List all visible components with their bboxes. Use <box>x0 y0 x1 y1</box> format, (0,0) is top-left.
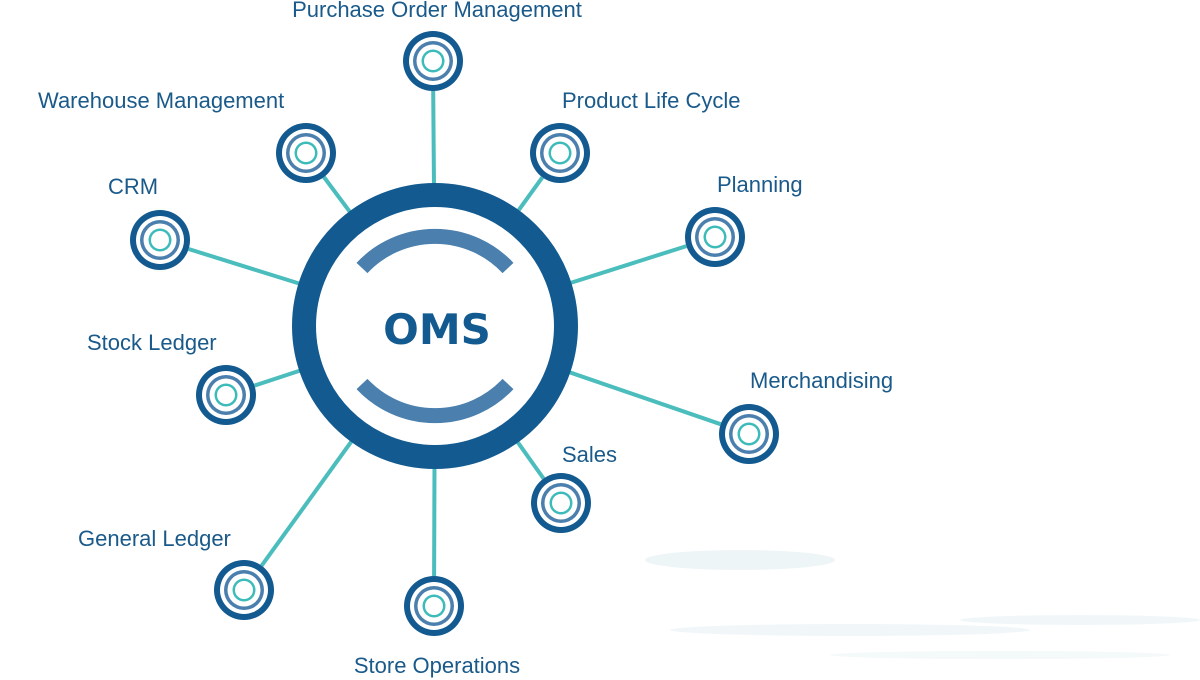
node-product-life-cycle-label: Product Life Cycle <box>562 88 741 113</box>
oms-hub: OMS <box>292 183 578 469</box>
node-group <box>130 31 779 636</box>
connector-warehouse-management <box>322 175 354 216</box>
node-crm-label: CRM <box>108 174 158 199</box>
connector-group <box>188 90 722 577</box>
connector-merchandising <box>565 369 722 427</box>
node-merchandising-icon <box>719 404 779 464</box>
connector-planning <box>566 244 688 286</box>
node-warehouse-management-icon <box>276 123 336 183</box>
connector-sales <box>513 438 546 480</box>
node-planning-icon <box>685 207 745 267</box>
hub-bottom-arc <box>356 378 514 424</box>
node-purchase-order-management-icon <box>403 31 463 91</box>
node-planning-label: Planning <box>717 172 803 197</box>
node-purchase-order-management-label: Purchase Order Management <box>292 0 582 22</box>
node-general-ledger-icon <box>214 560 274 620</box>
node-merchandising-label: Merchandising <box>750 368 893 393</box>
node-warehouse-management-label: Warehouse Management <box>38 88 284 113</box>
connector-purchase-order-management <box>431 90 436 188</box>
background-smudge <box>645 550 1200 659</box>
node-sales-label: Sales <box>562 442 617 467</box>
node-store-operations-label: Store Operations <box>354 653 520 678</box>
node-stock-ledger-icon <box>196 365 256 425</box>
connector-product-life-cycle <box>514 176 545 215</box>
connector-general-ledger <box>259 437 356 567</box>
node-general-ledger-label: General Ledger <box>78 526 231 551</box>
node-crm-icon <box>130 210 190 270</box>
connector-crm <box>188 247 303 287</box>
connector-stock-ledger <box>253 367 304 388</box>
node-store-operations-icon <box>404 576 464 636</box>
node-stock-ledger-label: Stock Ledger <box>87 330 217 355</box>
hub-top-arc <box>356 228 514 274</box>
node-sales-icon <box>531 473 591 533</box>
hub-label: OMS <box>383 305 491 354</box>
node-product-life-cycle-icon <box>530 123 590 183</box>
